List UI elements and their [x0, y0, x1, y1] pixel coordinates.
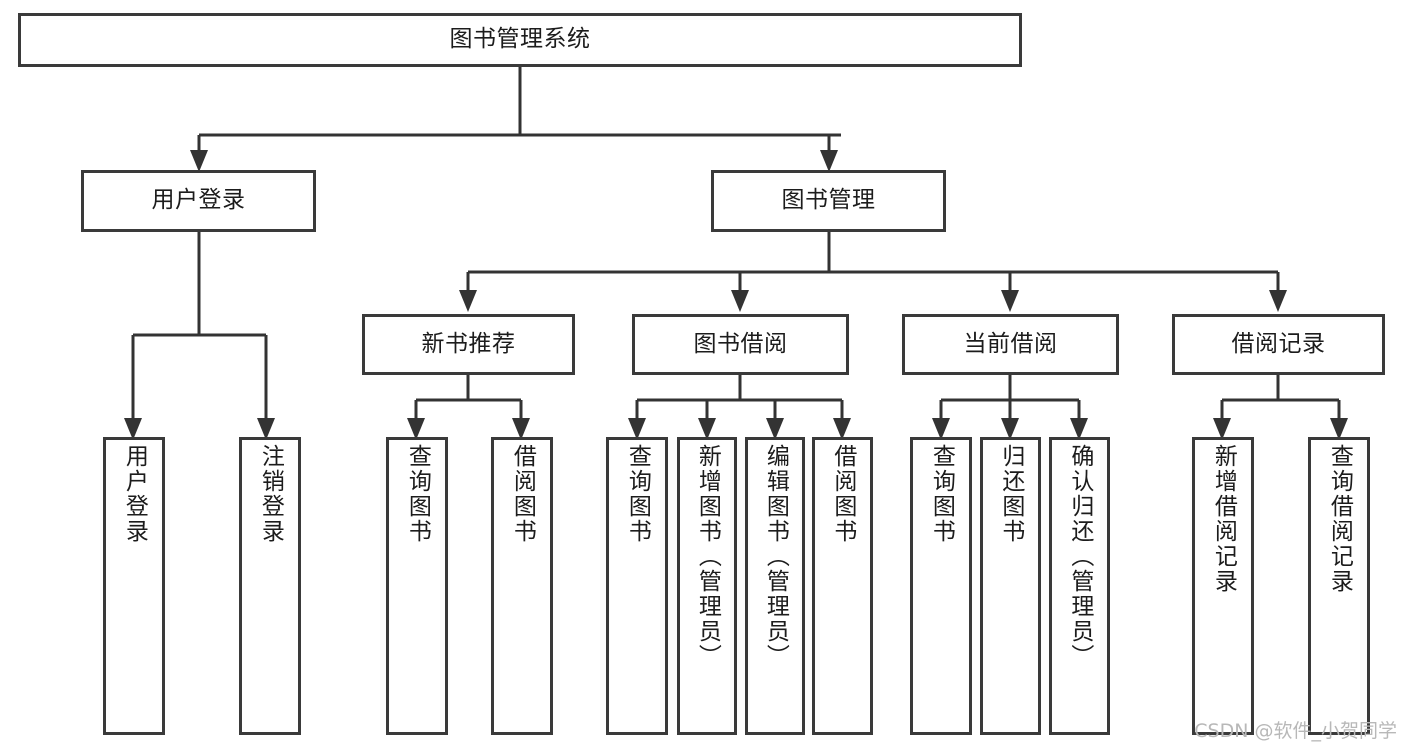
- node-new-book-recommend[interactable]: 新书推荐: [362, 314, 575, 375]
- node-current-borrow[interactable]: 当前借阅: [902, 314, 1119, 375]
- node-label-leaf-query-record: 查询借阅记录: [1326, 444, 1353, 594]
- node-label-leaf-query-book-1: 查询图书: [404, 444, 431, 544]
- node-label-leaf-user-logout: 注销登录: [257, 444, 284, 544]
- node-label-user-login: 用户登录: [151, 187, 246, 214]
- node-leaf-user-login[interactable]: 用户登录: [103, 437, 165, 735]
- node-leaf-add-book[interactable]: 新增图书（管理员）: [677, 437, 737, 735]
- arrowhead-book-manage: [820, 150, 838, 172]
- node-label-leaf-add-record: 新增借阅记录: [1210, 444, 1237, 594]
- node-leaf-confirm-return[interactable]: 确认归还（管理员）: [1049, 437, 1110, 735]
- node-user-login[interactable]: 用户登录: [81, 170, 316, 232]
- node-leaf-user-logout[interactable]: 注销登录: [239, 437, 301, 735]
- node-label-leaf-add-book: 新增图书（管理员）: [694, 444, 721, 669]
- node-borrow-record[interactable]: 借阅记录: [1172, 314, 1385, 375]
- node-book-manage[interactable]: 图书管理: [711, 170, 946, 232]
- node-leaf-query-book-3[interactable]: 查询图书: [910, 437, 972, 735]
- node-label-leaf-confirm-return: 确认归还（管理员）: [1066, 444, 1093, 669]
- node-leaf-borrow-book-2[interactable]: 借阅图书: [812, 437, 873, 735]
- node-label-leaf-edit-book: 编辑图书（管理员）: [762, 444, 789, 669]
- node-leaf-edit-book[interactable]: 编辑图书（管理员）: [745, 437, 805, 735]
- arrowhead-recommend: [459, 290, 477, 312]
- node-label-leaf-borrow-book-1: 借阅图书: [509, 444, 536, 544]
- node-label-book-manage: 图书管理: [781, 187, 876, 214]
- node-book-borrow[interactable]: 图书借阅: [632, 314, 849, 375]
- node-label-leaf-query-book-2: 查询图书: [624, 444, 651, 544]
- watermark-text: CSDN @软件_小贺同学: [1194, 720, 1397, 742]
- node-label-leaf-return-book: 归还图书: [997, 444, 1024, 544]
- node-leaf-query-record[interactable]: 查询借阅记录: [1308, 437, 1370, 735]
- node-leaf-add-record[interactable]: 新增借阅记录: [1192, 437, 1254, 735]
- node-label-new-book-recommend: 新书推荐: [421, 330, 516, 357]
- node-leaf-borrow-book-1[interactable]: 借阅图书: [491, 437, 553, 735]
- node-label-current-borrow: 当前借阅: [963, 330, 1058, 357]
- node-label-book-borrow: 图书借阅: [693, 330, 788, 357]
- node-leaf-return-book[interactable]: 归还图书: [980, 437, 1041, 735]
- arrowhead-current-borrow: [1001, 290, 1019, 312]
- node-label-leaf-query-book-3: 查询图书: [928, 444, 955, 544]
- node-label-leaf-user-login: 用户登录: [121, 444, 148, 544]
- arrowhead-book-borrow: [731, 290, 749, 312]
- arrowhead-borrow-record: [1269, 290, 1287, 312]
- node-label-leaf-borrow-book-2: 借阅图书: [829, 444, 856, 544]
- node-leaf-query-book-2[interactable]: 查询图书: [606, 437, 668, 735]
- node-leaf-query-book-1[interactable]: 查询图书: [386, 437, 448, 735]
- node-root-system[interactable]: 图书管理系统: [18, 13, 1022, 67]
- node-label-root-system: 图书管理系统: [449, 26, 591, 53]
- node-label-borrow-record: 借阅记录: [1231, 330, 1326, 357]
- arrowhead-user-login: [190, 150, 208, 172]
